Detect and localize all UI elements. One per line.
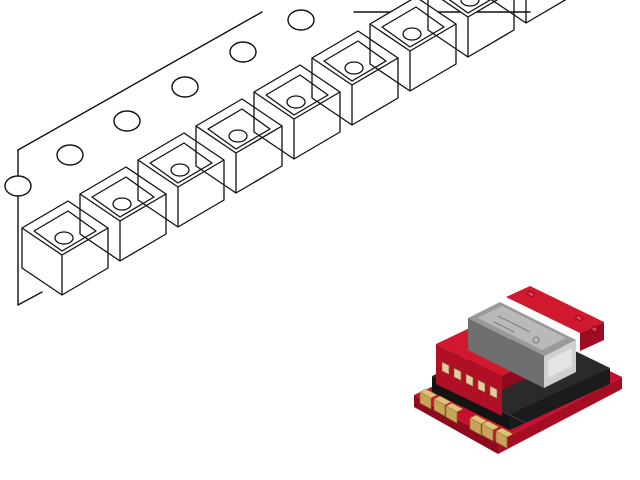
pocket-rim bbox=[369, 0, 457, 52]
pocket-wall bbox=[311, 58, 399, 126]
pocket-wall bbox=[137, 160, 225, 228]
tape-pocket bbox=[427, 0, 515, 58]
pocket-rim bbox=[79, 166, 167, 222]
pocket-rim bbox=[195, 98, 283, 154]
sprocket-hole bbox=[171, 76, 199, 98]
upper-pin bbox=[489, 385, 498, 399]
pocket-rim bbox=[253, 64, 341, 120]
sprocket-hole bbox=[56, 144, 84, 166]
pocket-wall bbox=[427, 0, 515, 58]
pocket-wall bbox=[195, 126, 283, 194]
tape-pockets bbox=[21, 0, 567, 296]
pocket-inner bbox=[33, 210, 97, 252]
upper-pcb-right-front bbox=[580, 322, 604, 351]
dc-dc-converter-module bbox=[414, 286, 622, 454]
tape-pocket bbox=[490, 0, 567, 24]
pocket-hole bbox=[228, 129, 248, 143]
tape-pocket bbox=[195, 98, 283, 194]
gold-pad-top bbox=[469, 414, 488, 425]
pocket-hole bbox=[54, 231, 74, 245]
pocket-rim bbox=[137, 132, 225, 188]
gold-pad-top bbox=[445, 402, 464, 413]
gold-pad-top bbox=[481, 420, 500, 431]
gold-pad-top bbox=[419, 388, 438, 399]
pocket-wall bbox=[369, 24, 457, 92]
pocket-inner bbox=[91, 176, 155, 218]
sprocket-hole bbox=[113, 110, 141, 132]
tape-pocket bbox=[369, 0, 457, 92]
gold-pad-top bbox=[433, 395, 452, 406]
carrier-tape-drawing bbox=[17, 11, 531, 306]
sprocket-hole bbox=[229, 41, 257, 63]
gold-smd-pads bbox=[419, 388, 514, 449]
inductor-marking bbox=[493, 315, 540, 344]
tape-top-edge bbox=[17, 11, 263, 151]
gold-pad-top bbox=[495, 427, 514, 438]
base-pcb-side bbox=[498, 377, 622, 454]
pocket-inner bbox=[265, 74, 329, 116]
pocket-hole bbox=[460, 0, 480, 7]
pocket-inner bbox=[381, 6, 445, 48]
tape-pocket bbox=[253, 64, 341, 160]
upper-pin bbox=[477, 379, 486, 393]
pocket-inner bbox=[323, 40, 387, 82]
upper-pcb-pads bbox=[526, 290, 599, 333]
pocket-wall bbox=[79, 194, 167, 262]
pocket-hole bbox=[402, 27, 422, 41]
inductor-front bbox=[468, 318, 544, 388]
pocket-wall bbox=[253, 92, 341, 160]
tape-pocket bbox=[311, 30, 399, 126]
pocket-hole bbox=[286, 95, 306, 109]
pocket-hole bbox=[344, 61, 364, 75]
pocket-hole bbox=[170, 163, 190, 177]
core-body-side bbox=[510, 368, 610, 430]
tape-pocket bbox=[137, 132, 225, 228]
pocket-hole bbox=[112, 197, 132, 211]
pocket-inner bbox=[448, 0, 492, 14]
pocket-rim bbox=[311, 30, 399, 86]
tape-pocket bbox=[79, 166, 167, 262]
inductor-highlight bbox=[548, 348, 572, 378]
upper-pin bbox=[453, 367, 462, 381]
pocket-inner bbox=[207, 108, 271, 150]
pocket-wall bbox=[490, 0, 567, 24]
upper-pcb-right-top bbox=[506, 286, 604, 333]
tape-bottom-edge bbox=[17, 291, 43, 306]
sprocket-hole bbox=[287, 9, 315, 31]
sprocket-hole bbox=[4, 175, 32, 197]
upper-pin bbox=[441, 361, 450, 375]
sprocket-holes bbox=[4, 9, 315, 197]
tape-pocket bbox=[21, 200, 109, 296]
pocket-inner bbox=[149, 142, 213, 184]
pocket-wall bbox=[21, 228, 109, 296]
upper-pin bbox=[465, 373, 474, 387]
pocket-rim bbox=[21, 200, 109, 256]
upper-pins bbox=[441, 361, 498, 399]
